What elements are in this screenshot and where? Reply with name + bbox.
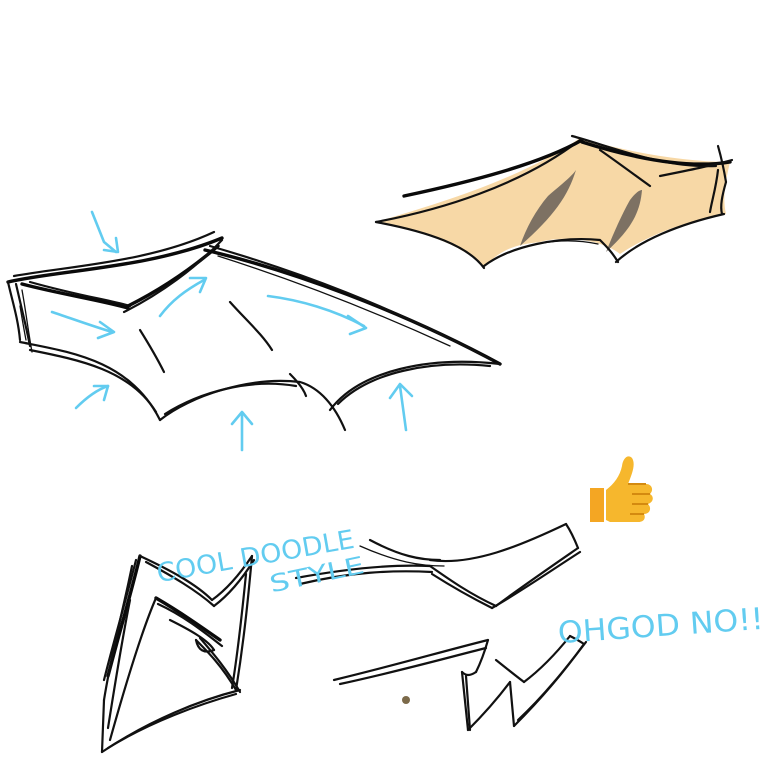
blue-arrows (50, 210, 414, 452)
oh-god-annotation: OHGOD NO!! (557, 602, 765, 651)
bottom-doodle-wing (332, 634, 588, 732)
cool-doodle-annotation: COOL DOODLE STYLE (154, 525, 366, 599)
thumbs-up-icon (590, 456, 653, 522)
outline-wing-sketch (6, 230, 502, 432)
doodle-wing (100, 554, 256, 754)
annotation-oh-god-no: OHGOD NO!! (557, 602, 765, 651)
colored-wing (374, 134, 734, 270)
thin-doodle-wing (294, 522, 582, 610)
stray-dot (402, 696, 410, 704)
